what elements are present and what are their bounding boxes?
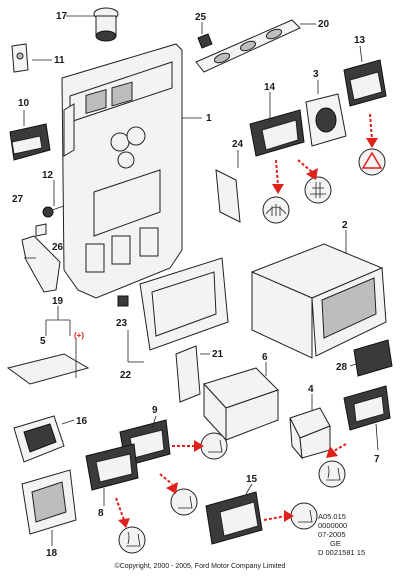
part-2-storage-bin xyxy=(250,243,387,359)
part-15-switch xyxy=(205,491,263,545)
reference-line-1: A05.015 xyxy=(318,512,346,521)
part-25-clip xyxy=(197,33,213,49)
part-16-bezel xyxy=(13,415,65,463)
part-14-switch xyxy=(249,109,305,157)
part-10-switch xyxy=(9,123,51,161)
seat-icon-9 xyxy=(200,432,228,460)
part-4-module xyxy=(289,407,331,460)
part-23-clip xyxy=(117,295,129,307)
part-12-screw xyxy=(42,205,65,218)
seat-icon-8 xyxy=(170,488,198,516)
reference-line-5: D 0021581 15 xyxy=(318,548,366,557)
part-21-bracket xyxy=(175,345,201,403)
front-defrost-icon xyxy=(262,196,290,224)
part-8-switch xyxy=(85,443,139,491)
hazard-icon xyxy=(358,148,386,176)
function-arrows xyxy=(115,113,378,528)
part-22-frame xyxy=(139,257,229,351)
part-11-bracket xyxy=(11,43,29,73)
reference-line-2: 0000000 xyxy=(318,521,348,530)
heated-seat-icon-left xyxy=(118,526,146,554)
callout-21: 21 xyxy=(212,349,224,360)
part-6-module xyxy=(203,367,279,442)
part-5-bracket xyxy=(6,338,90,385)
part-18-bezel xyxy=(21,469,77,535)
callout-25: 25 xyxy=(195,12,207,23)
callout-22: 22 xyxy=(120,370,132,381)
callout-6: 6 xyxy=(262,352,268,363)
part-1-center-panel xyxy=(61,43,183,299)
callout-14: 14 xyxy=(264,82,276,93)
callout-17: 17 xyxy=(56,11,68,22)
callout-8: 8 xyxy=(98,508,104,519)
part-27-clip xyxy=(35,223,47,237)
callout-18: 18 xyxy=(46,548,58,559)
callout-26: 26 xyxy=(52,242,64,253)
callout-9: 9 xyxy=(152,405,158,416)
reference-block: A05.015 0000000 07-2005 GE D 0021581 15 xyxy=(318,512,365,557)
callout-20: 20 xyxy=(318,19,330,30)
callout-1: 1 xyxy=(206,113,212,124)
part-7-switch xyxy=(343,385,391,431)
reference-line-4: GE xyxy=(330,539,341,548)
part-17-lighter xyxy=(93,7,119,42)
callout-10: 10 xyxy=(18,98,30,109)
callout-24: 24 xyxy=(232,139,244,150)
callout-15: 15 xyxy=(246,474,258,485)
reference-line-3: 07-2005 xyxy=(318,530,346,539)
callout-12: 12 xyxy=(42,170,54,181)
part-13-switch xyxy=(343,59,387,107)
heated-seat-icon-right xyxy=(318,460,346,488)
part-24-bracket xyxy=(215,169,241,223)
callout-16: 16 xyxy=(76,416,88,427)
copyright-text: ©Copyright, 2000 - 2005, Ford Motor Comp… xyxy=(114,563,286,570)
callout-7: 7 xyxy=(374,454,380,465)
callout-numbers: 17 25 20 11 13 3 10 14 1 24 12 27 2 26 1… xyxy=(12,11,380,559)
part-26-side-trim xyxy=(21,235,61,293)
callout-11: 11 xyxy=(54,55,65,66)
callout-2: 2 xyxy=(342,220,348,231)
callout-4: 4 xyxy=(308,384,314,395)
callout-3: 3 xyxy=(313,69,319,80)
callout-5: 5 xyxy=(40,336,46,347)
callout-27: 27 xyxy=(12,194,24,205)
callout-13: 13 xyxy=(354,35,366,46)
leader-lines xyxy=(23,15,379,546)
part-20-trim-strip xyxy=(195,19,301,73)
plus-marker: (+) xyxy=(74,331,84,340)
part-28-switch xyxy=(353,339,393,377)
heated-seat-icon-15 xyxy=(290,502,318,530)
callout-23: 23 xyxy=(116,318,128,329)
callout-28: 28 xyxy=(336,362,348,373)
rear-defrost-icon xyxy=(304,176,332,204)
callout-19: 19 xyxy=(52,296,64,307)
part-3-hazard-body xyxy=(305,93,347,147)
